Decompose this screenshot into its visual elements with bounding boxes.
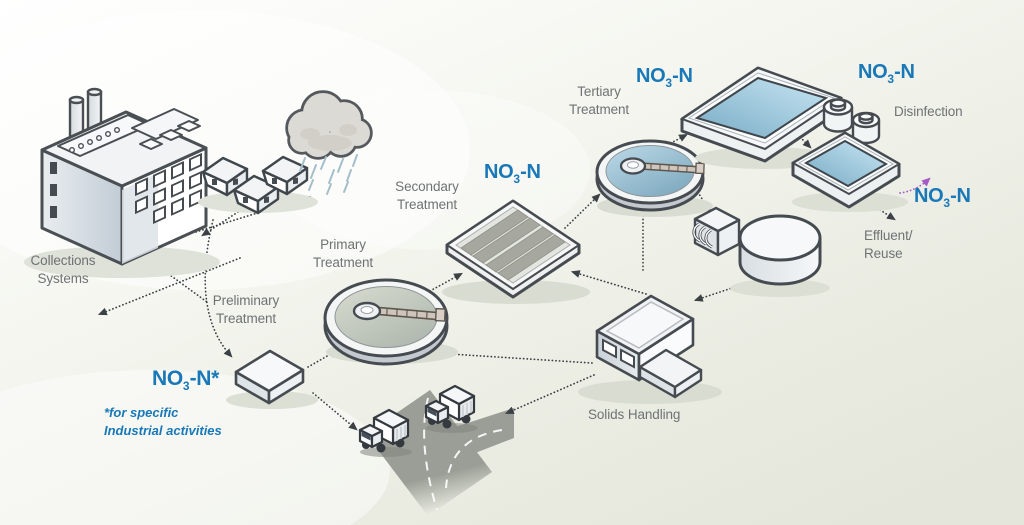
chem-suffix: -N <box>520 161 541 183</box>
houses-illustration <box>198 155 318 215</box>
chem-subscript: 3 <box>182 379 190 394</box>
filter-basin-illustration <box>679 66 844 169</box>
label-primary-treatment: Primary Treatment <box>312 237 374 270</box>
chem-subscript: 3 <box>887 72 895 86</box>
industrial-footnote: *for specific Industrial activities <box>104 405 222 439</box>
chem-subscript: 3 <box>513 172 521 186</box>
label-solids-handling: Solids Handling <box>588 407 681 422</box>
solids-building-illustration <box>578 294 722 404</box>
chem-suffix: -N <box>950 185 971 207</box>
primary-clarifier-illustration <box>323 278 458 366</box>
chemical-tanks-illustration <box>822 98 881 145</box>
no3n-label-industrial: NO3-N* <box>152 367 219 393</box>
chem-prefix: NO <box>152 367 183 390</box>
label-disinfection: Disinfection <box>894 104 963 119</box>
digester-illustration <box>692 206 830 297</box>
preliminary-basin-illustration <box>226 349 318 409</box>
chem-suffix: -N* <box>189 367 220 390</box>
factory-illustration <box>24 87 220 278</box>
aeration-basin-illustration <box>442 199 590 304</box>
no3n-label-tertiary: NO3-N <box>636 65 693 90</box>
label-preliminary-treatment: Preliminary Treatment <box>212 293 280 326</box>
chem-subscript: 3 <box>665 76 673 90</box>
tertiary-clarifier-illustration <box>595 139 713 217</box>
chem-suffix: -N <box>894 61 915 83</box>
chem-suffix: -N <box>672 65 693 87</box>
no3n-label-effluent: NO3-N <box>914 185 971 210</box>
no3n-label-disinfection: NO3-N <box>858 61 915 86</box>
label-effluent-reuse: Effluent/ Reuse <box>864 228 913 261</box>
chem-subscript: 3 <box>943 196 951 210</box>
chem-prefix: NO <box>636 65 666 87</box>
chem-prefix: NO <box>484 161 514 183</box>
label-tertiary-treatment: Tertiary Treatment <box>568 84 630 117</box>
disinfection-illustration <box>790 98 908 212</box>
label-collections-systems: Collections Systems <box>30 253 96 286</box>
chem-prefix: NO <box>914 185 944 207</box>
label-secondary-treatment: Secondary Treatment <box>395 179 459 212</box>
rain-cloud-illustration <box>285 90 373 195</box>
chem-prefix: NO <box>858 61 888 83</box>
rain-streaks <box>299 154 358 195</box>
no3n-label-secondary: NO3-N <box>484 161 541 186</box>
